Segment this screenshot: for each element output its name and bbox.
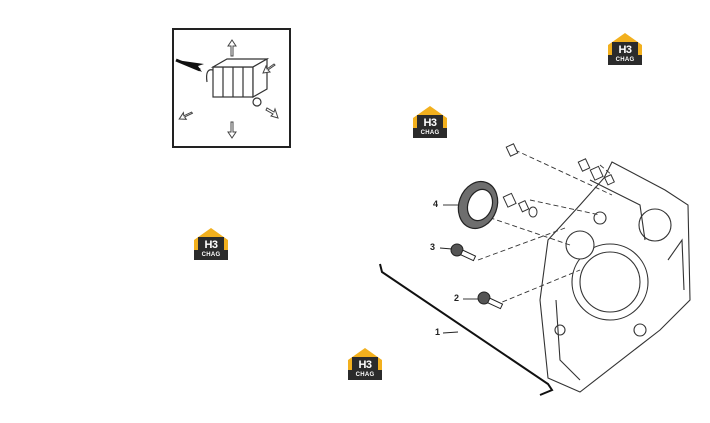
watermark-line2: CHAG — [615, 57, 635, 63]
watermark-logo-icon: H3 CHAG — [346, 346, 384, 382]
inset-detail — [172, 28, 291, 148]
bolt-part-2 — [477, 291, 504, 310]
sealant-tube-icon — [206, 57, 270, 107]
seal-ring — [457, 180, 499, 230]
assembly-bracket — [379, 263, 554, 396]
bolts — [502, 143, 615, 218]
watermark-logo-icon: H3 CHAG — [411, 104, 449, 140]
callout-3: 3 — [430, 242, 436, 252]
watermark-logo-icon: H3 CHAG — [606, 31, 644, 67]
watermark-line1: H3 — [204, 239, 218, 251]
leader-lines — [439, 204, 478, 334]
assembly-lines — [477, 149, 613, 306]
pressure-arrows — [178, 39, 279, 139]
watermark-line1: H3 — [358, 359, 372, 371]
watermark-line1: H3 — [618, 44, 632, 56]
callout-1: 1 — [435, 327, 441, 337]
watermark-line2: CHAG — [420, 130, 440, 136]
watermark-line2: CHAG — [355, 372, 375, 378]
watermark-logo-icon: H3 CHAG — [192, 226, 230, 262]
watermark-line1: H3 — [423, 117, 437, 129]
callout-2: 2 — [454, 293, 460, 303]
watermark-line2: CHAG — [201, 252, 221, 258]
bolt-part-3 — [450, 243, 477, 262]
callout-4: 4 — [433, 199, 439, 209]
cover-housing — [539, 161, 691, 393]
